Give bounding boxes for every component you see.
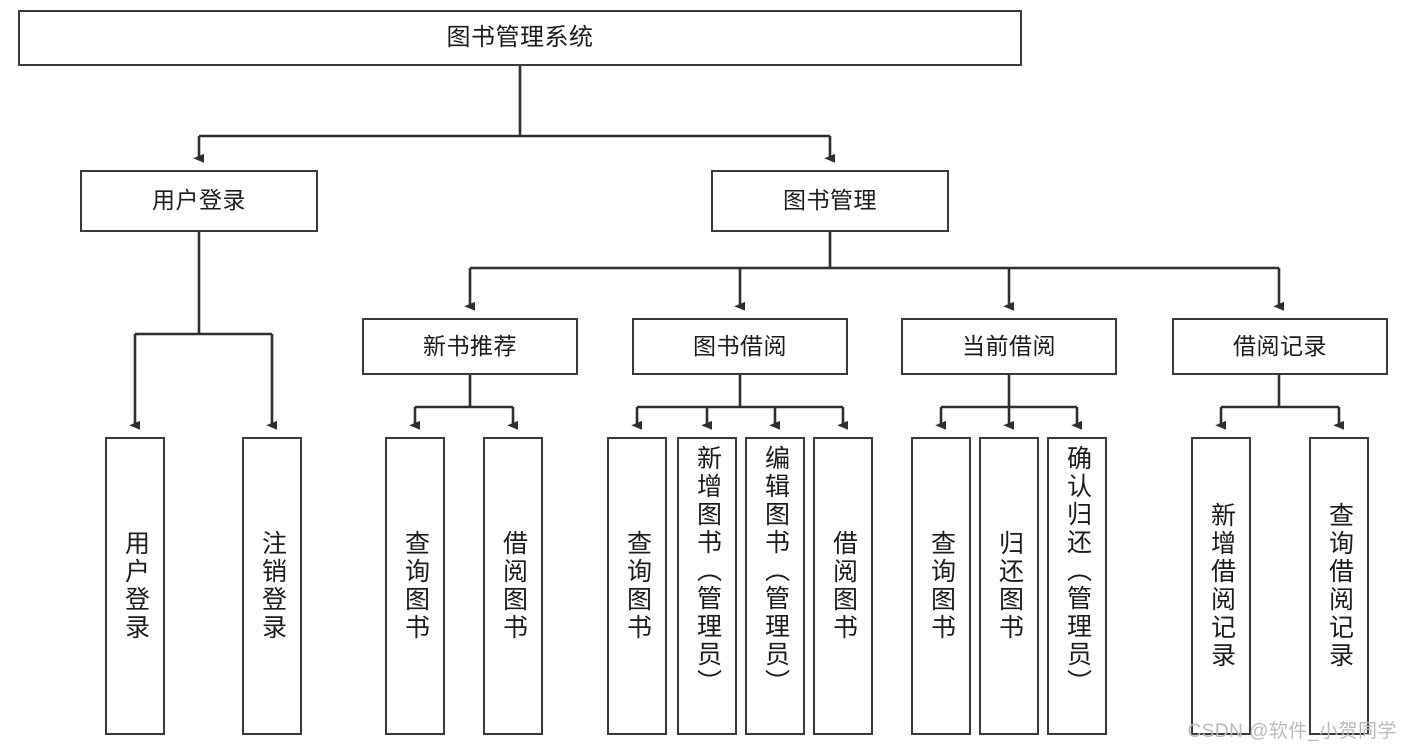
leaf-borrow-borrow-book[interactable]: 借阅图书	[813, 437, 873, 735]
leaf-recommend-borrow-book[interactable]: 借阅图书	[483, 437, 543, 735]
leaf-current-confirm-return-admin[interactable]: 确认归还（管理员）	[1047, 437, 1107, 735]
node-label: 查询图书	[401, 530, 430, 642]
leaf-borrow-query-book[interactable]: 查询图书	[607, 437, 667, 735]
leaf-borrow-edit-book-admin[interactable]: 编辑图书（管理员）	[745, 437, 805, 735]
leaf-user-login[interactable]: 用户登录	[105, 437, 165, 735]
node-label: 借阅记录	[1233, 332, 1327, 359]
node-label: 查询图书	[927, 530, 956, 642]
node-borrow-record[interactable]: 借阅记录	[1172, 318, 1388, 375]
leaf-recommend-query-book[interactable]: 查询图书	[385, 437, 445, 735]
node-label: 图书借阅	[693, 332, 787, 359]
leaf-current-return-book[interactable]: 归还图书	[979, 437, 1039, 735]
node-root-book-management-system[interactable]: 图书管理系统	[18, 10, 1022, 66]
node-label: 图书管理	[783, 187, 877, 214]
node-label: 新增图书（管理员）	[693, 445, 722, 697]
node-book-borrow[interactable]: 图书借阅	[632, 318, 848, 375]
leaf-current-query-book[interactable]: 查询图书	[911, 437, 971, 735]
node-label: 用户登录	[152, 187, 246, 214]
leaf-logout[interactable]: 注销登录	[242, 437, 302, 735]
node-new-book-recommend[interactable]: 新书推荐	[362, 318, 578, 375]
node-label: 当前借阅	[962, 332, 1056, 359]
node-label: 查询图书	[623, 530, 652, 642]
node-label: 图书管理系统	[446, 23, 594, 51]
node-label: 归还图书	[995, 530, 1024, 642]
csdn-watermark: CSDN @软件_小贺同学	[1187, 721, 1397, 742]
node-label: 编辑图书（管理员）	[761, 445, 790, 697]
leaf-record-add-record[interactable]: 新增借阅记录	[1191, 437, 1251, 735]
node-current-borrow[interactable]: 当前借阅	[901, 318, 1117, 375]
node-label: 确认归还（管理员）	[1063, 445, 1092, 697]
node-user-login[interactable]: 用户登录	[80, 170, 318, 232]
leaf-record-query-record[interactable]: 查询借阅记录	[1309, 437, 1369, 735]
node-label: 新书推荐	[423, 332, 517, 359]
node-label: 用户登录	[121, 530, 150, 642]
node-label: 新增借阅记录	[1207, 502, 1236, 670]
node-label: 注销登录	[258, 530, 287, 642]
node-label: 借阅图书	[829, 530, 858, 642]
node-label: 借阅图书	[499, 530, 528, 642]
leaf-borrow-add-book-admin[interactable]: 新增图书（管理员）	[677, 437, 737, 735]
node-book-management[interactable]: 图书管理	[711, 170, 949, 232]
node-label: 查询借阅记录	[1325, 502, 1354, 670]
